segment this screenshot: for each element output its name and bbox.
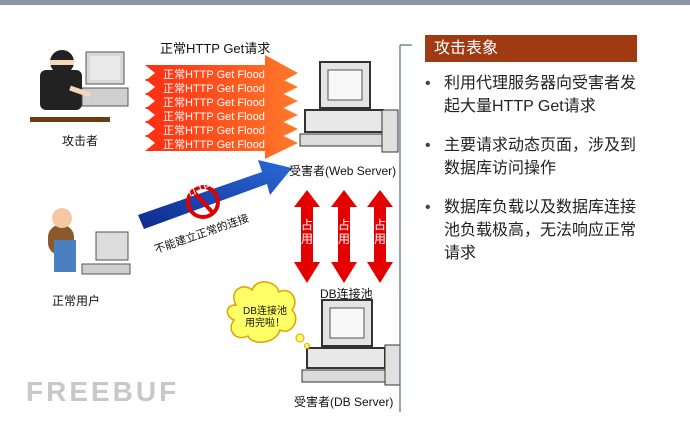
web-server-label: 受害者(Web Server): [289, 164, 397, 178]
bullet-dot-icon: •: [425, 75, 431, 92]
bullet-item-3: • 数据库负载以及数据库连接池负载极高，无法响应正常请求: [423, 196, 638, 265]
bullet-dot-icon: •: [425, 199, 431, 216]
occupied-label-1: 占用: [301, 218, 314, 246]
normal-user-label: 正常用户: [52, 294, 101, 308]
bullet-item-2: • 主要请求动态页面，涉及到数据库访问操作: [423, 134, 638, 180]
db-pool-label: DB连接池: [320, 287, 373, 301]
flood-label-3: 正常HTTP Get Flood: [163, 97, 265, 109]
flood-label-4: 正常HTTP Get Flood: [163, 111, 265, 123]
flood-label-6: 正常HTTP Get Flood: [163, 139, 265, 151]
flood-arrow-6: [145, 127, 298, 159]
request-caption: 正常HTTP Get请求: [160, 41, 271, 56]
flood-label-5: 正常HTTP Get Flood: [163, 125, 265, 137]
flood-label-2: 正常HTTP Get Flood: [163, 83, 265, 95]
bullet-text: 数据库负载以及数据库连接池负载极高，无法响应正常请求: [444, 199, 637, 262]
flood-arrows: [145, 55, 298, 159]
occupied-label-3: 占用: [374, 218, 387, 246]
occupied-label-2: 占用: [338, 218, 351, 246]
watermark: FREEBUF: [26, 376, 180, 407]
pool-arrows: [294, 190, 393, 283]
panel-title: 攻击表象: [425, 35, 637, 62]
normal-user-icon: [48, 208, 131, 275]
db-server-label: 受害者(DB Server): [294, 395, 394, 409]
bubble-text: DB连接池用完啦！: [243, 306, 287, 329]
flood-label-1: 正常HTTP Get Flood: [163, 69, 265, 81]
bullet-list: • 利用代理服务器向受害者发起大量HTTP Get请求 • 主要请求动态页面，涉及到…: [423, 72, 638, 281]
bullet-dot-icon: •: [425, 137, 431, 154]
bullet-item-1: • 利用代理服务器向受害者发起大量HTTP Get请求: [423, 72, 638, 118]
bullet-text: 主要请求动态页面，涉及到数据库访问操作: [444, 137, 637, 177]
flood-arrow-1: [145, 55, 298, 91]
bullet-text: 利用代理服务器向受害者发起大量HTTP Get请求: [444, 75, 637, 115]
attacker-label: 攻击者: [62, 134, 99, 148]
db-server-icon: [301, 299, 401, 386]
speech-bubble: [226, 281, 310, 349]
web-server-icon: [299, 61, 399, 153]
top-bar: [0, 0, 690, 5]
attacker-icon: [30, 50, 129, 122]
prohibited-icon: [186, 185, 220, 219]
